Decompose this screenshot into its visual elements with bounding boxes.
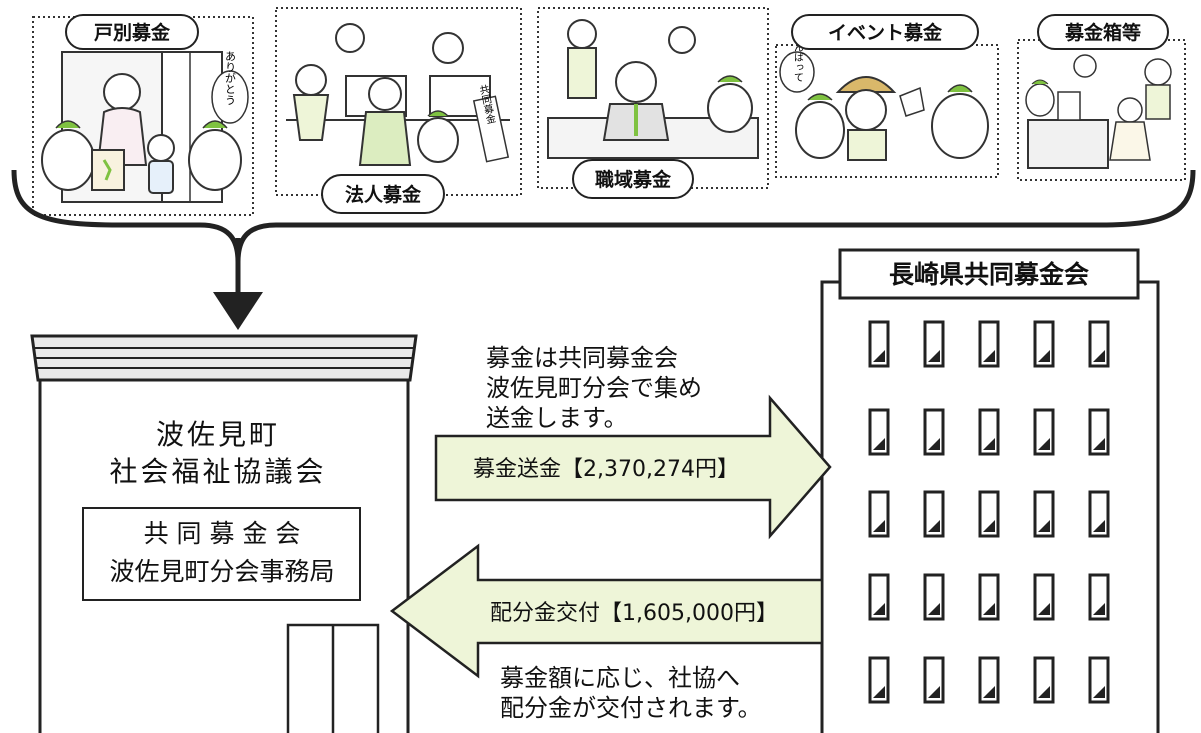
mascot-figure [1025,79,1055,117]
window-shadow [873,350,885,362]
label-event: イベント募金 [791,14,979,50]
svg-text:募金は共同募金会: 募金は共同募金会 [486,344,678,372]
label-door-to-door: 戸別募金 [65,14,199,50]
window-shadow [983,603,995,615]
svg-text:戸別募金: 戸別募金 [94,21,171,44]
panel-event: がんばって [775,31,999,178]
local-office-name-line2: 社会福祉協議会 [109,455,326,488]
office-worker-figure [292,64,330,141]
svg-text:職域募金: 職域募金 [595,168,672,191]
mascot-figure [417,110,459,163]
volunteer-figure [1073,54,1097,78]
local-office-name-line1: 波佐見町 [156,418,280,451]
grant-arrow: 配分金交付【1,605,000円】 [389,543,824,679]
window-shadow [1038,438,1050,450]
svg-text:募金箱等: 募金箱等 [1064,21,1141,44]
window-shadow [928,686,940,698]
window-shadow [873,520,885,532]
volunteer-figure [1144,58,1172,120]
panel-collection-boxes [1017,39,1186,181]
window-shadow [983,350,995,362]
secretariat-line2: 波佐見町分会事務局 [109,557,334,586]
mascot-figure [41,120,125,191]
window-shadow [983,686,995,698]
mascot-figure [188,120,242,191]
svg-text:送金します。: 送金します。 [486,404,628,432]
window-shadow [1093,686,1105,698]
window-grid [868,320,1110,704]
manager-figure [602,61,670,141]
window-shadow [1038,603,1050,615]
office-worker-figure [335,23,365,53]
svg-text:法人募金: 法人募金 [345,183,422,206]
volunteer-figure [835,76,897,161]
mascot-figure [707,75,753,133]
remittance-note: 募金は共同募金会 波佐見町分会で集め 送金します。 [486,344,702,432]
window-shadow [1093,603,1105,615]
volunteer-figure [1109,97,1151,161]
grant-label: 配分金交付【1,605,000円】 [490,601,778,626]
prefecture-office-building: 長崎県共同募金会 [820,248,1160,733]
label-collection-boxes: 募金箱等 [1037,14,1169,50]
prefecture-name-plate [838,248,1140,300]
grant-note: 募金額に応じ、社協へ 配分金が交付されます。 [500,664,762,722]
window-shadow [873,686,885,698]
label-corporate: 法人募金 [321,174,445,214]
secretariat-box [82,507,361,601]
window-shadow [1038,520,1050,532]
local-office-building: 波佐見町 社会福祉協議会 共 同 募 金 会 波佐見町分会事務局 [30,334,418,733]
window-shadow [873,603,885,615]
svg-text:波佐見町分会で集め: 波佐見町分会で集め [486,374,702,402]
window-shadow [928,520,940,532]
window-shadow [983,438,995,450]
prefecture-office-name: 長崎県共同募金会 [889,260,1089,289]
secretariat-line1: 共 同 募 金 会 [144,519,301,548]
window-shadow [928,603,940,615]
window-shadow [928,350,940,362]
window-shadow [1093,520,1105,532]
label-workplace: 職域募金 [572,159,694,199]
svg-text:イベント募金: イベント募金 [828,21,943,44]
window-shadow [928,438,940,450]
office-worker-figure [567,19,597,99]
svg-text:配分金が交付されます。: 配分金が交付されます。 [500,694,762,722]
window-shadow [1038,350,1050,362]
office-worker-figure [668,26,696,54]
down-arrow-head [213,292,263,330]
window-shadow [1093,350,1105,362]
panel-corporate: 共同募金 [275,7,522,196]
panel-workplace [537,7,769,189]
office-worker-figure [432,32,464,64]
child-figure [147,134,175,194]
office-worker-figure [358,77,412,166]
mascot-figure [931,84,989,159]
window-shadow [1038,686,1050,698]
window-shadow [983,520,995,532]
window-shadow [1093,438,1105,450]
speech-thanks: ありがとう [224,50,237,105]
remittance-arrow: 募金送金【2,370,274円】 [434,394,832,540]
remittance-label: 募金送金【2,370,274円】 [473,457,739,482]
mascot-figure [795,93,845,159]
svg-text:募金額に応じ、社協へ: 募金額に応じ、社協へ [500,664,740,692]
window-shadow [873,438,885,450]
